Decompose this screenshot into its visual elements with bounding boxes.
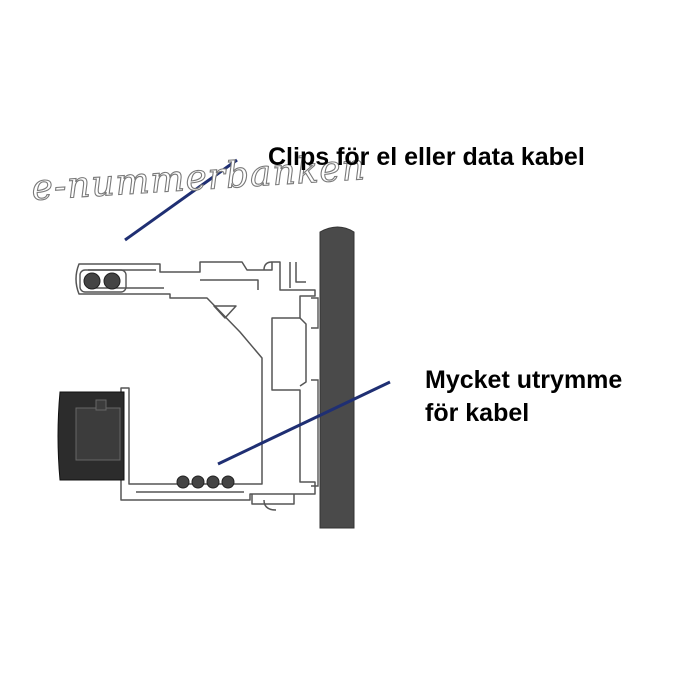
leader-line-space: [217, 380, 391, 466]
leader-line-clips: [124, 158, 238, 242]
callout-clips: Clips för el eller data kabel: [268, 143, 585, 171]
callout-cable-space-line-2: för kabel: [425, 399, 530, 427]
callout-cable-space: Mycket utrymme för kabel: [425, 364, 622, 430]
callout-cable-space-line-1: Mycket utrymme: [425, 366, 623, 394]
clip-cables: [79, 269, 127, 293]
device-box: [57, 391, 125, 481]
wall-posts: [311, 297, 319, 487]
channel-cables: [176, 475, 235, 489]
bracket-outline: [75, 261, 316, 511]
wall-profile: [319, 226, 355, 529]
